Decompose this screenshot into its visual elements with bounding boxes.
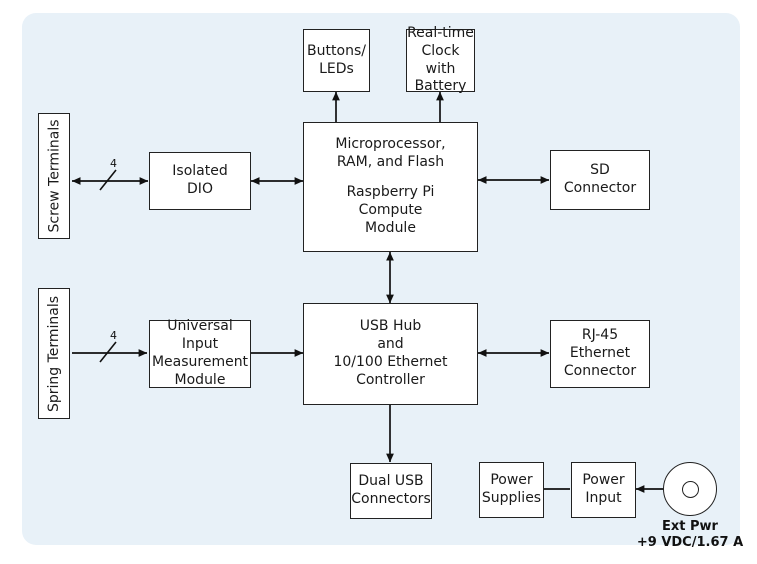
- block-sd-connector-line1: SD: [590, 162, 610, 179]
- block-real-time-clock-line2: Clock with: [421, 42, 460, 77]
- ext-power-name-label: Ext Pwr: [662, 519, 718, 534]
- block-rj45-line2: Ethernet: [569, 345, 631, 362]
- block-power-supplies-line1: Power: [490, 472, 533, 489]
- ext-power-rating-label: +9 VDC/1.67 A: [636, 535, 744, 550]
- block-screw-terminals-label: Screw Terminals: [46, 119, 63, 233]
- block-rj45-line3: Connector: [563, 362, 637, 379]
- block-uim-line1: Universal Input: [167, 318, 233, 353]
- block-isolated-dio-line2: DIO: [187, 181, 213, 197]
- block-power-input-line2: Input: [585, 490, 622, 506]
- block-uim-line2: Measurement: [151, 354, 249, 370]
- block-usb-hub-line4: Controller: [356, 371, 425, 388]
- diagram-panel-background: [22, 13, 740, 545]
- block-spring-terminals-label: Spring Terminals: [46, 295, 62, 412]
- block-usb-hub-line1: USB Hub: [359, 318, 422, 335]
- block-dual-usb-line1: Dual USB: [358, 473, 424, 490]
- block-uim-line3: Module: [174, 371, 226, 388]
- block-processor-line1: Microprocessor,: [335, 136, 446, 153]
- block-real-time-clock-line1: Real-time: [407, 24, 474, 41]
- block-rj45-ethernet-connector[interactable]: RJ-45 Ethernet Connector: [550, 320, 650, 388]
- block-power-supplies-line2: Supplies: [481, 490, 542, 506]
- ext-power-jack-pin-icon: [682, 481, 699, 498]
- block-isolated-dio-line1: Isolated: [172, 163, 228, 180]
- block-rj45-line1: RJ-45: [581, 327, 619, 344]
- block-isolated-dio[interactable]: Isolated DIO: [149, 152, 251, 210]
- ext-power-jack-icon: [663, 462, 717, 516]
- bus-width-label-dio: 4: [110, 157, 117, 170]
- block-dual-usb-connectors[interactable]: Dual USB Connectors: [350, 463, 432, 519]
- block-processor-line3: Raspberry Pi: [346, 183, 435, 200]
- block-dual-usb-line2: Connectors: [351, 491, 431, 507]
- bus-width-label-uim: 4: [110, 329, 117, 342]
- block-buttons-leds-line2: LEDs: [319, 60, 354, 77]
- block-sd-connector-line2: Connector: [563, 180, 637, 196]
- block-buttons-leds-line1: Buttons/: [307, 42, 366, 59]
- block-processor-line5: Module: [365, 219, 416, 236]
- block-processor[interactable]: Microprocessor, RAM, and Flash Raspberry…: [303, 122, 478, 252]
- block-buttons-leds[interactable]: Buttons/ LEDs: [303, 29, 370, 92]
- block-power-input-line1: Power: [582, 472, 625, 489]
- block-real-time-clock[interactable]: Real-time Clock with Battery: [406, 25, 475, 94]
- block-sd-connector[interactable]: SD Connector: [550, 150, 650, 210]
- block-usb-hub-line2: and: [377, 336, 404, 353]
- block-spring-terminals[interactable]: Spring Terminals: [38, 288, 70, 419]
- block-processor-spacer: [304, 172, 477, 184]
- block-usb-hub-line3: 10/100 Ethernet: [333, 354, 448, 370]
- block-universal-input-measurement-module[interactable]: Universal Input Measurement Module: [149, 318, 251, 388]
- block-power-supplies[interactable]: Power Supplies: [479, 462, 544, 518]
- block-real-time-clock-line3: Battery: [414, 78, 467, 95]
- block-processor-line4: Compute: [358, 201, 423, 218]
- block-power-input[interactable]: Power Input: [571, 462, 636, 518]
- block-processor-line2: RAM, and Flash: [336, 154, 445, 171]
- block-usb-hub-ethernet-controller[interactable]: USB Hub and 10/100 Ethernet Controller: [303, 303, 478, 405]
- block-screw-terminals[interactable]: Screw Terminals: [38, 113, 70, 239]
